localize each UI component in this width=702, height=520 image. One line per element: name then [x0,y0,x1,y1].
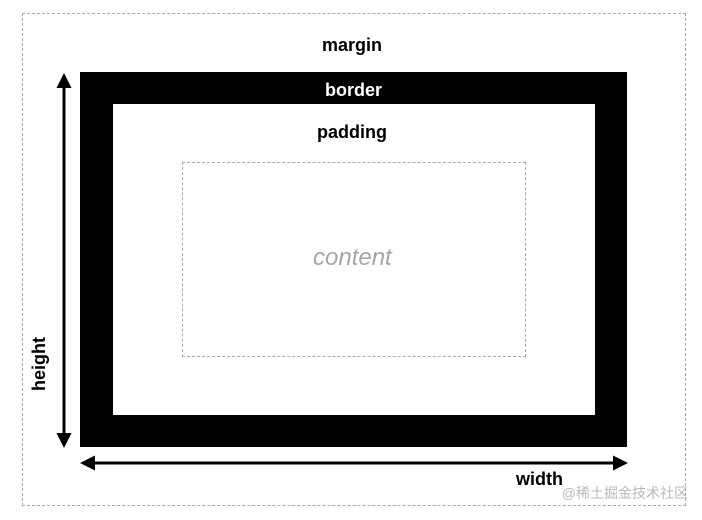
width-label: width [516,469,563,489]
padding-label: padding [317,122,387,142]
padding-area [113,104,595,415]
margin-area [22,13,686,506]
content-label: content [313,244,392,271]
height-label: height [29,337,49,391]
border-label: border [325,80,383,100]
margin-label: margin [322,35,383,55]
watermark: @稀土掘金技术社区 [561,485,688,501]
content-area [182,162,526,357]
